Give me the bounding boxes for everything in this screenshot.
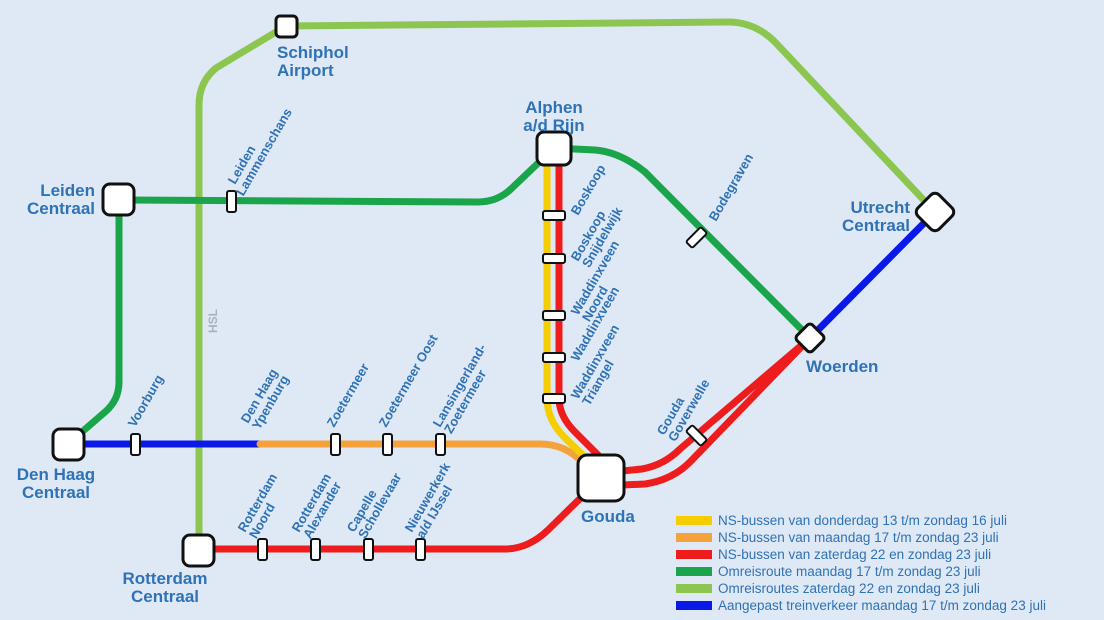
station-tick-bodegraven [685,226,708,249]
legend-swatch-green [676,567,712,576]
line-denhaag-leiden [64,196,123,448]
label-lansingerland: Lansingerland-Zoetermeer [430,341,501,436]
legend-swatch-blue [676,601,712,610]
label-nieuwerkerk: Nieuwerkerka/d IJssel [402,459,465,541]
label-leiden-lammenschans: LeidenLammenschans [222,99,295,198]
station-tick-waddinxveen-noord [542,310,566,321]
station-tick-waddinxveen-triangel [542,393,566,404]
legend-swatch-red [676,550,712,559]
station-tick-zoetermeer [330,433,341,456]
legend-item: NS-bussen van maandag 17 t/m zondag 23 j… [676,530,999,545]
legend-text: NS-bussen van maandag 17 t/m zondag 23 j… [718,530,999,545]
label-zoetermeer: Zoetermeer [324,361,372,430]
legend-item: Omreisroute maandag 17 t/m zondag 23 jul… [676,564,981,579]
line-hsl [195,22,290,552]
legend-text: NS-bussen van zaterdag 22 en zondag 23 j… [718,547,991,562]
line-alphen-woerden [550,144,814,342]
legend-text: Omreisroutes zaterdag 22 en zondag 23 ju… [718,581,980,596]
legend-swatch-yellow [676,516,712,525]
legend-item: Aangepast treinverkeer maandag 17 t/m zo… [676,598,1046,613]
label-capelle: CapelleSchollevaar [344,464,405,541]
station-tick-rotterdam-alexander [310,538,321,561]
legend-item: NS-bussen van donderdag 13 t/m zondag 16… [676,513,1007,528]
line-orange-ypenburg-gouda [256,440,604,482]
station-hub-rotterdam [181,533,216,568]
station-hub-alphen [535,130,573,167]
line-blue-woerden-utrecht [806,208,939,342]
station-hub-woerden [794,322,826,354]
station-tick-zoetermeer-oost [382,433,393,456]
legend-text: Omreisroute maandag 17 t/m zondag 23 jul… [718,564,981,579]
station-tick-boskoop [542,210,566,221]
station-tick-rotterdam-noord [257,538,268,561]
station-tick-gouda-goverwelle [685,424,708,447]
label-voorburg: Voorburg [125,372,167,429]
legend-text: Aangepast treinverkeer maandag 17 t/m zo… [718,598,1046,613]
legend: NS-bussen van donderdag 13 t/m zondag 16… [676,513,1046,613]
legend-swatch-lightgreen [676,584,712,593]
line-red-gouda-woerden-b [597,334,814,490]
station-hub-gouda [576,453,626,503]
line-schiphol-utrecht [282,18,939,216]
label-rotterdam-alexander: RotterdamAlexander [289,471,346,541]
station-hub-utrecht [914,191,956,233]
label-rotterdam-noord: RotterdamNoord [235,471,292,541]
legend-swatch-orange [676,533,712,542]
legend-text: NS-bussen van donderdag 13 t/m zondag 16… [718,513,1007,528]
label-waddinxveen-triangel: WaddinxveenTriangel [568,322,634,408]
station-tick-capelle [363,538,374,561]
station-hub-leiden [101,182,136,217]
line-red-gouda-woerden-a [597,334,814,477]
label-bodegraven: Bodegraven [706,151,757,224]
legend-item: Omreisroutes zaterdag 22 en zondag 23 ju… [676,581,980,596]
station-hub-denhaag [51,427,86,462]
line-red-rotterdam-gouda [195,474,605,553]
line-leiden-alphen [115,144,558,206]
station-tick-leiden-lammenschans [226,190,237,213]
label-woerden: Woerden [806,357,878,376]
label-gouda: Gouda [581,507,635,526]
station-tick-boskoop-snijdelwijk [542,253,566,264]
station-tick-voorburg [130,433,141,456]
label-boskoop: Boskoop [568,162,609,218]
label-denhaag-ypenburg: Den HaagYpenburg [238,366,292,432]
label-hsl: HSL [206,309,220,333]
station-tick-waddinxveen [542,352,566,363]
station-tick-nieuwerkerk [415,538,426,561]
station-hub-schiphol [274,14,299,39]
station-tick-lansingerland [435,433,446,456]
legend-item: NS-bussen van zaterdag 22 en zondag 23 j… [676,547,991,562]
label-zoetermeer-oost: Zoetermeer Oost [376,331,441,429]
